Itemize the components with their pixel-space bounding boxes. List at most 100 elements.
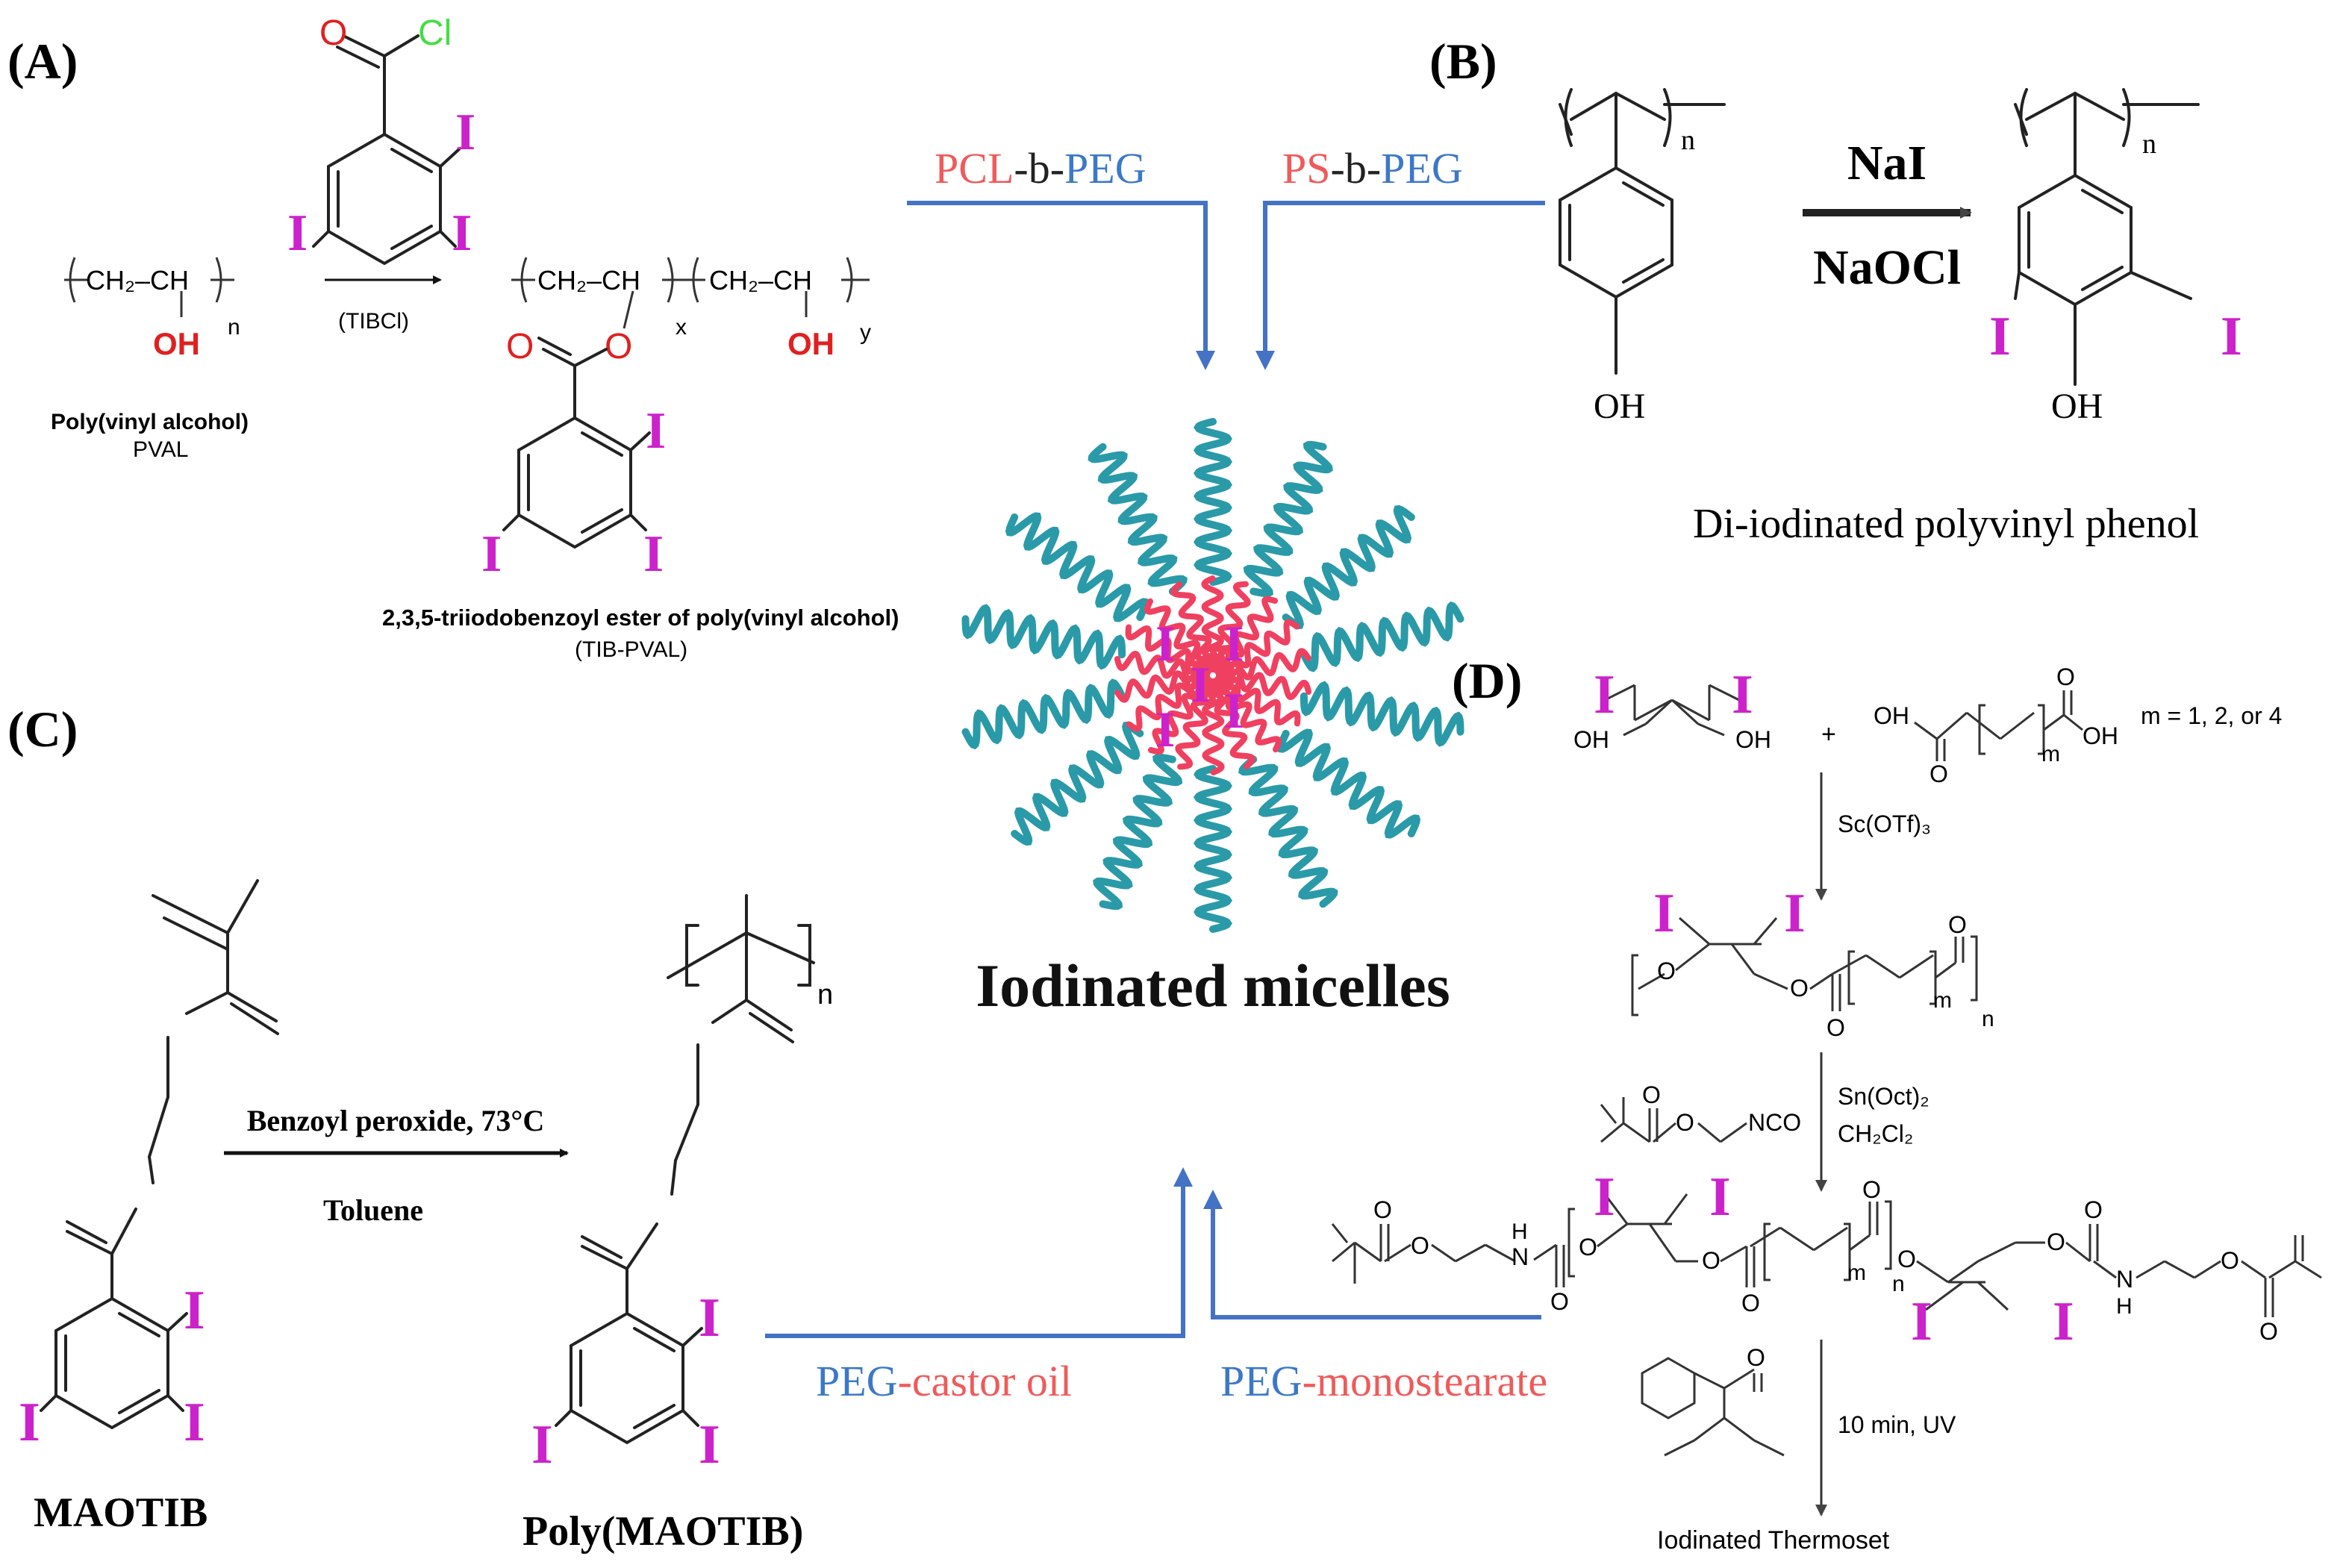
micelle-iodine-5: I — [1224, 682, 1244, 739]
panel-c-monomer: I I I MAOTIB — [19, 879, 279, 1536]
dipvp-iodine-left: I — [1989, 306, 2011, 367]
micelle-core-chain — [1114, 666, 1211, 703]
macro-nh-n-right: N — [2116, 1266, 2133, 1293]
micelle-core-chain — [1126, 671, 1211, 732]
panel-c-reagent: Benzoyl peroxide, 73°C — [247, 1104, 545, 1137]
isocyanate-group: NCO — [1748, 1109, 1801, 1136]
bottom-left-arrow: PEG-castor oil — [765, 1167, 1193, 1405]
macro-carbamate-o-left: O — [1550, 1288, 1569, 1315]
micelle-iodine-3: I — [1191, 656, 1210, 713]
micelle-corona-chain — [1011, 721, 1144, 846]
panel-b-reactant: n OH — [1559, 88, 1726, 426]
macro-ester-oxygen-1: O — [1411, 1232, 1429, 1259]
tibpval-iodine-5: I — [481, 525, 502, 583]
pval-name: Poly(vinyl alcohol) — [51, 410, 249, 434]
micelle-corona-chain — [961, 604, 1126, 670]
maotib-iodine-5: I — [19, 1392, 40, 1453]
macro-ester-oxygen-3: O — [2221, 1247, 2239, 1274]
panel-c-solvent: Toluene — [323, 1193, 423, 1227]
pvp-subscript-n: n — [1681, 125, 1695, 156]
panel-d-step3: 10 min, UV O Iodinated Thermoset — [1641, 1340, 1956, 1555]
panel-d-step1: Sc(OTf)₃ — [1815, 772, 1931, 901]
panel-label-a: (A) — [7, 33, 78, 90]
macro-carbonyl-1: O — [1373, 1196, 1392, 1223]
tibpval-chain-x: CH₂–CH — [537, 265, 640, 296]
polyester-iodine-left: I — [1653, 883, 1675, 944]
macro-oxygen-carbamate-right: O — [2047, 1228, 2065, 1255]
tibcl-oxygen-label: O — [319, 13, 347, 53]
pval-hydroxyl: OH — [153, 326, 200, 361]
macro-carbonyl-4: O — [2259, 1318, 2278, 1345]
pval-abbr: PVAL — [133, 437, 189, 462]
panel-b-product: n OH I I Di-iodinated polyvinyl phenol — [1693, 88, 2242, 547]
poly-maotib-iodine-2: I — [699, 1287, 720, 1349]
panel-label-b: (B) — [1429, 33, 1497, 90]
poly-maotib-iodine-5: I — [531, 1414, 553, 1475]
micelle-core-chain — [1147, 675, 1212, 755]
peg-castor-oil-label: PEG-castor oil — [816, 1357, 1072, 1405]
micelle-core-chain — [1201, 575, 1224, 672]
dipvp-subscript-n: n — [2142, 128, 2156, 160]
tibpval-iodine-3: I — [643, 525, 664, 583]
macro-oxygen-core-right: O — [1897, 1246, 1916, 1272]
polyester-oxygen-2: O — [1790, 975, 1809, 1002]
ps-b-peg-label: PS-b-PEG — [1282, 144, 1463, 193]
micelle-corona-chain — [961, 678, 1126, 750]
panel-b-arrow: NaI NaOCl — [1803, 136, 1972, 295]
tibcl-reagent-label: (TIBCl) — [338, 309, 409, 334]
micelle-core-chain — [1175, 678, 1216, 770]
photoinitiator-carbonyl: O — [1747, 1344, 1765, 1371]
dipvp-hydroxyl: OH — [2051, 387, 2103, 426]
poly-maotib-iodine-3: I — [699, 1414, 720, 1475]
diol-iodine-left: I — [1594, 664, 1615, 725]
reaction-plus: + — [1821, 720, 1836, 749]
uv-cure-condition: 10 min, UV — [1838, 1411, 1956, 1438]
tibpval-subscript-y: y — [860, 320, 871, 345]
panel-d-reactants: I I OH OH + OH O m O OH m = 1, 2, or 4 — [1573, 663, 2282, 787]
micelle-core-chain — [1214, 675, 1301, 727]
diacid-hydroxyl-left: OH — [1874, 702, 1909, 729]
polyester-oxygen-1: O — [1657, 958, 1676, 984]
micelle-iodine-2: I — [1224, 615, 1244, 672]
panel-label-c: (C) — [7, 701, 78, 758]
micelle-core-iodines: I I I I I — [1155, 615, 1244, 758]
maotib-iodine-2: I — [184, 1280, 205, 1341]
dipvp-name: Di-iodinated polyvinyl phenol — [1693, 501, 2199, 547]
panel-c-polymer: n I I I Poly(MAOTIB) — [522, 894, 833, 1555]
diacid-carbonyl-left: O — [1929, 760, 1948, 787]
micelle-corona-chain — [1300, 681, 1464, 747]
diacid-carbonyl-right: O — [2056, 663, 2075, 690]
micelle-core-chain — [1215, 668, 1312, 701]
micelle-corona-chain — [1005, 512, 1149, 622]
poly-maotib-subscript-n: n — [817, 979, 833, 1011]
tibcl-iodine-2: I — [455, 104, 475, 161]
top-left-arrow: PCL-b-PEG — [907, 144, 1215, 370]
macro-carbamate-o-right: O — [2084, 1196, 2103, 1223]
poly-maotib-label: Poly(MAOTIB) — [522, 1508, 803, 1555]
panel-d-macromonomer: O O H N O O I I O O m O — [1331, 1166, 2322, 1352]
micelle-core-chain — [1170, 581, 1220, 673]
tibpval-chain-y: CH₂–CH — [709, 265, 812, 296]
macro-iodine-1: I — [1594, 1166, 1615, 1228]
macro-nh-n-left: N — [1512, 1243, 1529, 1270]
macro-iodine-2: I — [1709, 1166, 1731, 1228]
micelle-corona-chain — [1088, 443, 1188, 596]
diol-iodine-right: I — [1732, 664, 1753, 725]
micelle-corona-chain — [1193, 765, 1233, 933]
pval-chain: CH₂–CH — [86, 265, 189, 296]
micelle-corona-chain — [1238, 755, 1338, 908]
micelle-core-chain — [1205, 678, 1255, 769]
panel-c-arrow: Benzoyl peroxide, 73°C Toluene — [224, 1104, 569, 1227]
bottom-right-arrow: PEG-monostearate — [1203, 1190, 1547, 1405]
micelle-corona-chain — [1193, 418, 1233, 586]
pcl-b-peg-label: PCL-b-PEG — [935, 144, 1147, 193]
micelle-corona-chain — [1300, 601, 1464, 672]
macro-iodine-4: I — [2053, 1291, 2074, 1352]
tibpval-abbr: (TIB-PVAL) — [575, 637, 687, 662]
iodinated-micelle — [961, 418, 1464, 933]
diacid-subscript-m: m — [2041, 742, 2060, 766]
micelle-corona-chain — [1243, 440, 1333, 598]
micelle-core-chain — [1214, 619, 1300, 680]
